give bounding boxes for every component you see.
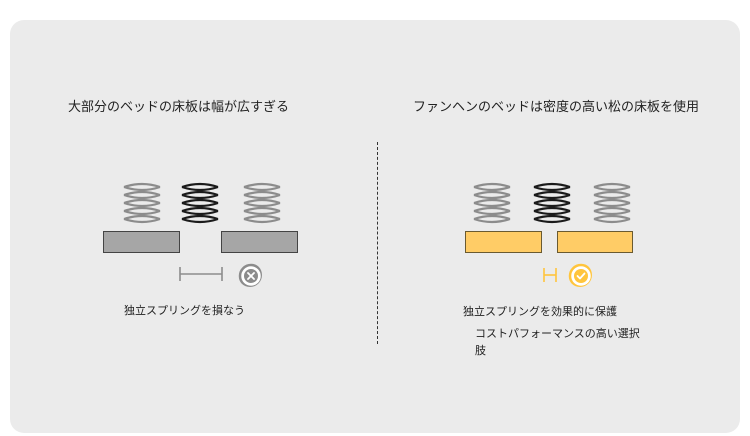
pine-slat xyxy=(465,231,542,253)
black-spring-icon xyxy=(533,182,571,224)
gray-spring-icon xyxy=(243,182,281,224)
left-title: 大部分のベッドの床板は幅が広すぎる xyxy=(68,100,290,115)
gray-spring-icon xyxy=(473,182,511,224)
right-title: ファンヘンのベッドは密度の高い松の床板を使用 xyxy=(413,100,700,115)
wide-slat xyxy=(221,231,298,253)
wide-slat xyxy=(103,231,180,253)
narrow-gap-measure-icon xyxy=(543,268,557,282)
right-caption-secondary: コストパフォーマンスの高い選択肢 xyxy=(475,327,640,357)
left-caption: 独立スプリングを損なう xyxy=(124,304,245,317)
gray-spring-icon xyxy=(593,182,631,224)
right-caption-primary: 独立スプリングを効果的に保護 xyxy=(463,305,617,318)
wide-gap-measure-icon xyxy=(179,267,223,281)
black-spring-icon xyxy=(181,182,219,224)
dashed-divider xyxy=(377,142,378,344)
pine-slat xyxy=(557,231,633,253)
gray-spring-icon xyxy=(123,182,161,224)
close-circle-icon xyxy=(238,263,262,287)
comparison-card xyxy=(10,20,740,433)
check-circle-icon xyxy=(568,263,592,287)
